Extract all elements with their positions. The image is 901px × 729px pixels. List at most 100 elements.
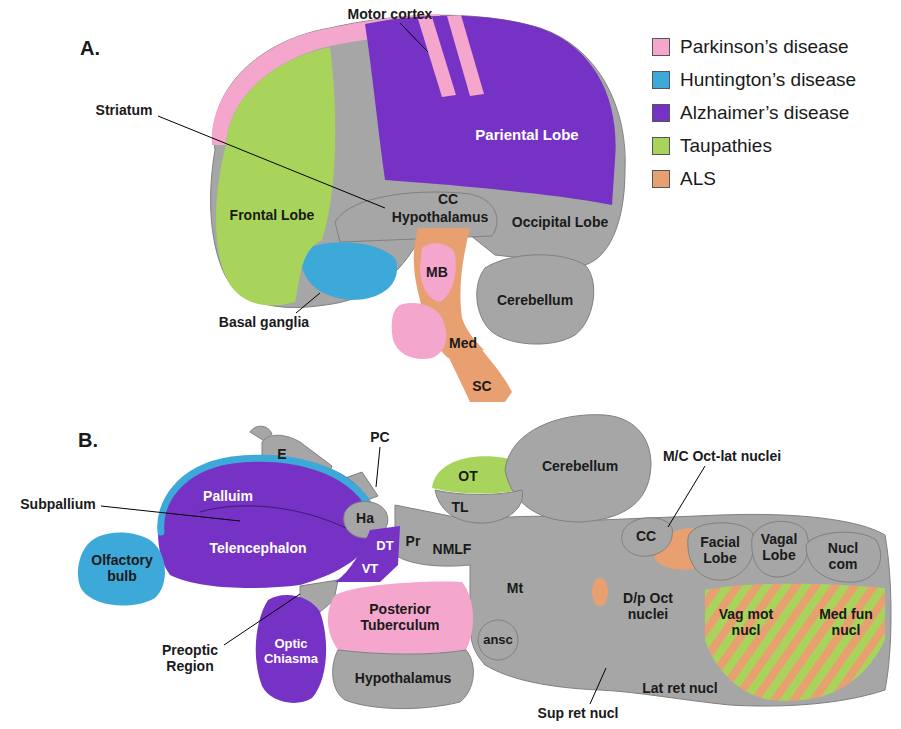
legend-swatch bbox=[652, 137, 670, 155]
text-slot: Hypothalamus bbox=[355, 670, 451, 686]
region-outline bbox=[752, 521, 809, 577]
legend-text: Parkinson’s disease bbox=[680, 36, 849, 58]
leader-line bbox=[400, 23, 428, 52]
text-slot: Palluim bbox=[203, 488, 253, 504]
label-slot: Hypothalamus bbox=[392, 209, 488, 225]
text-slot: Nucl com bbox=[819, 540, 867, 572]
region-label: Med bbox=[449, 335, 477, 351]
text-slot: VT bbox=[362, 562, 379, 577]
legend-entry: Huntington’s disease bbox=[652, 67, 856, 93]
label-slot: Occipital Lobe bbox=[512, 214, 608, 230]
text-slot: Optic Chiasma bbox=[261, 637, 321, 667]
text-slot: Olfactory bulb bbox=[86, 552, 158, 584]
region-name: CC bbox=[636, 528, 656, 544]
region-name: E bbox=[277, 446, 286, 462]
region-label: Striatum bbox=[96, 102, 153, 118]
leader-line bbox=[376, 447, 380, 487]
region-shape bbox=[208, 42, 342, 316]
brain-region: Nucl com bbox=[802, 526, 888, 586]
label-slot: A. bbox=[80, 37, 100, 60]
label-slot: ansc bbox=[483, 633, 513, 648]
text-slot: Vagal Lobe bbox=[754, 531, 804, 563]
region-label: Hypothalamus bbox=[392, 209, 488, 225]
region-name: Pariental Lobe bbox=[475, 126, 578, 143]
label-slot: CC bbox=[438, 191, 458, 207]
leader-line bbox=[158, 116, 385, 208]
brain-region: Frontal Lobe bbox=[208, 42, 342, 316]
text-slot: Cerebellum bbox=[497, 292, 573, 308]
brain-region: Facial Lobe bbox=[684, 516, 760, 584]
region-name: Nucl com bbox=[819, 540, 867, 572]
brain-region: Cerebellum bbox=[472, 249, 600, 349]
text-slot: SC bbox=[472, 378, 491, 394]
region-label: Basal ganglia bbox=[219, 314, 309, 330]
text-slot: Pariental Lobe bbox=[475, 126, 578, 143]
region-label: D/p Oct nuclei bbox=[617, 590, 679, 622]
region-label: Preoptic Region bbox=[157, 642, 223, 674]
region-outline bbox=[448, 350, 512, 402]
region-detail bbox=[447, 15, 484, 96]
region-name: TL bbox=[451, 499, 468, 515]
region-detail bbox=[161, 458, 371, 532]
region-outline bbox=[705, 584, 885, 701]
panel-letter: B. bbox=[78, 429, 98, 452]
octaval-blob bbox=[592, 578, 608, 606]
label-slot: Striatum bbox=[96, 102, 153, 118]
brain-region: Olfactory bulb bbox=[76, 527, 170, 611]
region-name: Telencephalon bbox=[210, 540, 307, 556]
text-slot: Posterior Tuberculum bbox=[352, 601, 448, 633]
region-name: Ha bbox=[356, 510, 374, 526]
label-slot: Preoptic Region bbox=[157, 642, 223, 674]
legend-text: Alzhaimer’s disease bbox=[680, 102, 849, 124]
text-slot: Med fun nucl bbox=[815, 606, 877, 638]
region-name: DT bbox=[376, 539, 393, 554]
legend-entry: Parkinson’s disease bbox=[652, 34, 849, 60]
text-slot: TL bbox=[451, 499, 468, 515]
ansc-nucleus bbox=[478, 620, 518, 660]
legend-text: Huntington’s disease bbox=[680, 69, 856, 91]
label-slot: Mt bbox=[507, 580, 523, 596]
region-name: Cerebellum bbox=[497, 292, 573, 308]
region-name: Frontal Lobe bbox=[230, 207, 315, 223]
region-outline bbox=[806, 532, 881, 582]
leader-line bbox=[590, 668, 606, 704]
text-slot: Cerebellum bbox=[542, 458, 618, 474]
region-name: OT bbox=[458, 468, 477, 484]
basal-ganglia-region bbox=[300, 242, 397, 300]
label-slot: NMLF bbox=[433, 541, 472, 557]
region-label: Occipital Lobe bbox=[512, 214, 608, 230]
label-slot: Med bbox=[449, 335, 477, 351]
region-label: CC bbox=[438, 191, 458, 207]
region-shape bbox=[445, 348, 515, 404]
region-name: Med fun nucl bbox=[815, 606, 877, 638]
label-slot: Basal ganglia bbox=[219, 314, 309, 330]
legend-swatch bbox=[652, 38, 670, 56]
region-label: ansc bbox=[483, 633, 513, 648]
region-name: Optic Chiasma bbox=[261, 637, 321, 667]
legend-entry: Taupathies bbox=[652, 133, 772, 159]
region-outline bbox=[335, 526, 400, 582]
region-name: Cerebellum bbox=[542, 458, 618, 474]
label-slot: Sup ret nucl bbox=[538, 705, 619, 721]
region-name: Facial Lobe bbox=[694, 534, 746, 566]
region-name: Olfactory bulb bbox=[86, 552, 158, 584]
label-slot: Subpallium bbox=[20, 496, 95, 512]
region-label: NMLF bbox=[433, 541, 472, 557]
text-slot: Telencephalon bbox=[210, 540, 307, 556]
region-name: VT bbox=[362, 562, 379, 577]
legend-swatch bbox=[652, 71, 670, 89]
leader-line bbox=[224, 594, 300, 645]
region-outline bbox=[420, 243, 456, 302]
brain-region: SC bbox=[445, 348, 515, 404]
label-slot: Motor cortex bbox=[348, 6, 433, 22]
leader-line bbox=[668, 466, 705, 527]
text-slot: OT bbox=[458, 468, 477, 484]
diencephalon bbox=[335, 192, 497, 242]
text-slot: E bbox=[277, 446, 286, 462]
region-shape bbox=[432, 486, 530, 526]
region-detail bbox=[200, 506, 350, 530]
region-label: PC bbox=[370, 429, 389, 445]
text-slot: Vag mot nucl bbox=[715, 606, 777, 638]
brain-region: Hypothalamus bbox=[330, 646, 480, 712]
legend-entry: Alzhaimer’s disease bbox=[652, 100, 849, 126]
